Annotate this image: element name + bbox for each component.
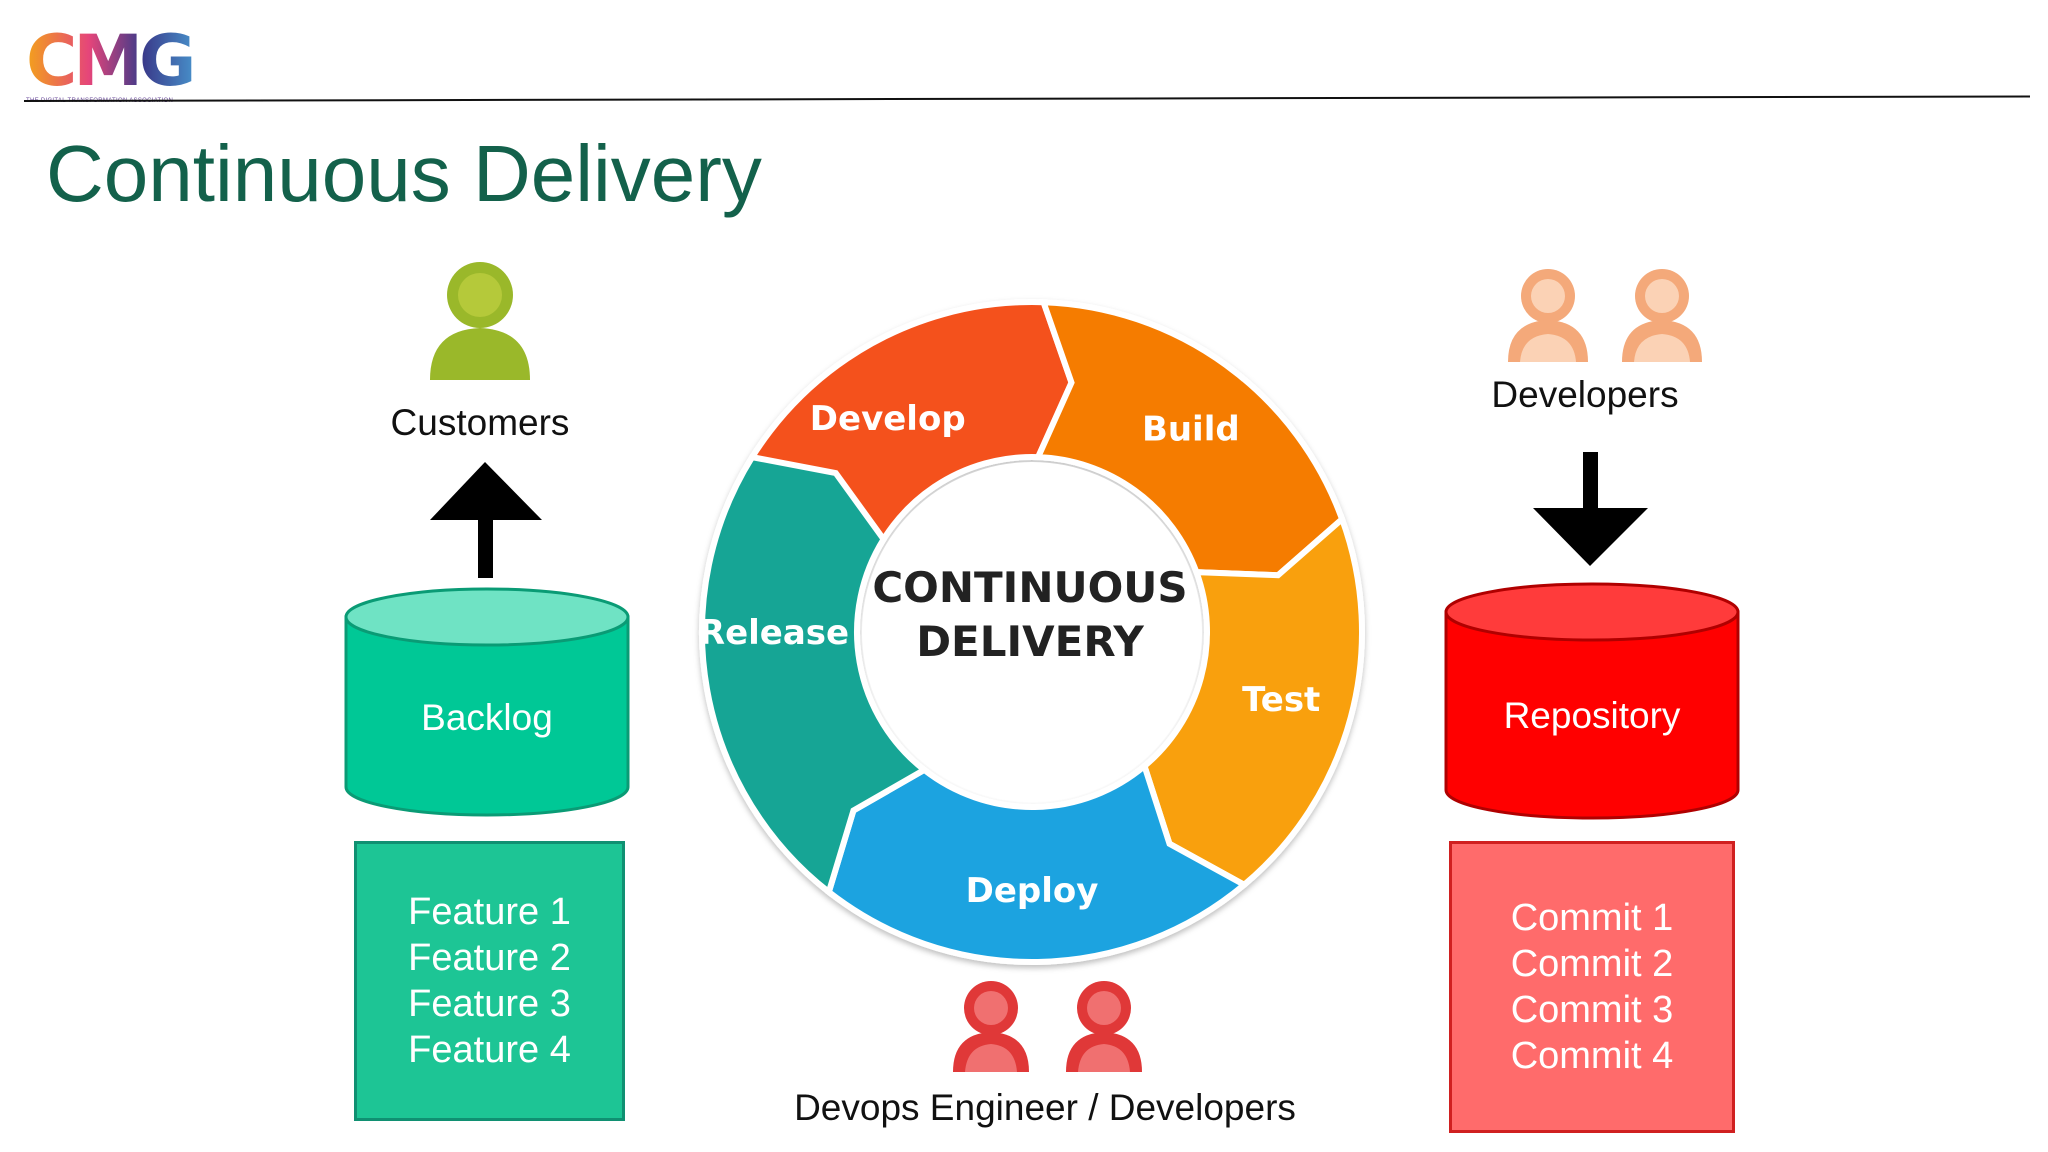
list-item: Commit 1 (1510, 897, 1674, 939)
repository-cylinder (1444, 582, 1740, 820)
page-title: Continuous Delivery (46, 129, 762, 218)
developer-icon-1 (1508, 269, 1588, 362)
list-item: Feature 3 (408, 983, 571, 1025)
devops-icon-2 (1066, 981, 1142, 1072)
devops-label: Devops Engineer / Developers (794, 1087, 1296, 1128)
cycle-segment-build (1033, 299, 1346, 579)
list-item: Commit 3 (1510, 989, 1674, 1031)
cycle-segment-release (699, 453, 930, 898)
cycle-label-develop: Develop (810, 399, 966, 439)
delivery-cycle (699, 299, 1365, 965)
backlog-label: Backlog (421, 697, 553, 738)
devops-icon-1 (953, 981, 1029, 1072)
cycle-label-deploy: Deploy (966, 871, 1099, 911)
logo-wordmark: CMG (26, 26, 206, 96)
cycle-center-line2: DELIVERY (916, 617, 1144, 666)
feature-list: Feature 1 Feature 2 Feature 3 Feature 4 (354, 841, 625, 1121)
developer-icon-2 (1622, 269, 1702, 362)
cycle-label-build: Build (1142, 410, 1240, 450)
cycle-label-release: Release (699, 613, 849, 653)
cycle-center-line1: CONTINUOUS (872, 563, 1187, 612)
list-item: Feature 4 (408, 1029, 571, 1071)
repository-label: Repository (1504, 695, 1681, 736)
cycle-segment-deploy (825, 760, 1250, 965)
list-item: Feature 2 (408, 937, 571, 979)
cycle-segment-test (1141, 513, 1365, 889)
list-item: Feature 1 (408, 891, 571, 933)
cycle-label-test: Test (1242, 680, 1320, 720)
list-item: Commit 4 (1510, 1035, 1674, 1077)
list-item: Commit 2 (1510, 943, 1674, 985)
commit-list: Commit 1 Commit 2 Commit 3 Commit 4 (1449, 841, 1735, 1133)
customer-icon (430, 262, 530, 380)
up-arrow-icon (430, 462, 542, 578)
developers-label: Developers (1491, 374, 1679, 415)
cycle-center (862, 462, 1202, 802)
backlog-cylinder (344, 587, 630, 817)
down-arrow-icon (1533, 452, 1648, 566)
customers-label: Customers (390, 402, 570, 443)
